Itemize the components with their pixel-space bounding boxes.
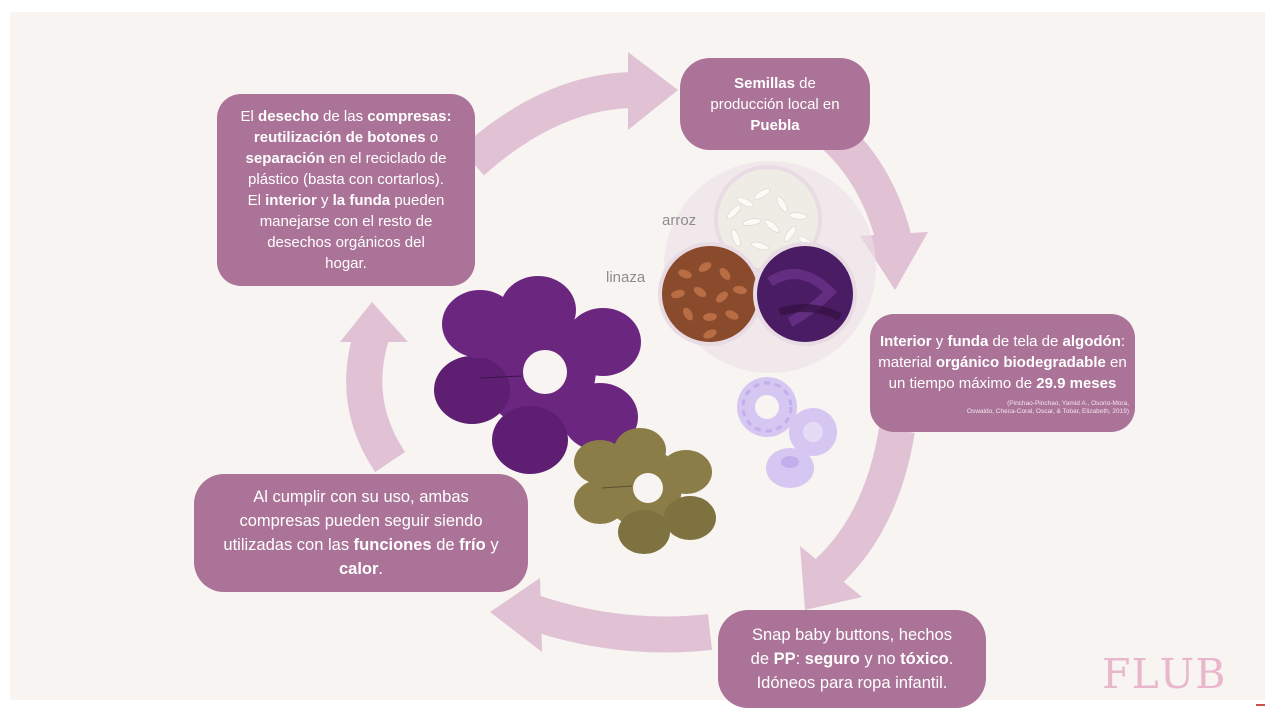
- purple-flower-compress: [434, 276, 641, 474]
- compress-t4: de: [431, 536, 460, 554]
- fabric-citation: (Pinchao-Pinchao, Yamid A., Osorio-Mora,…: [864, 400, 1141, 416]
- compress-t1: Al cumplir con su uso, ambas: [253, 488, 469, 506]
- compress-t5: y: [485, 536, 499, 554]
- node-fabric: Interior y funda de tela de algodón: mat…: [870, 314, 1135, 432]
- fabric-bold-1: Interior: [879, 332, 932, 350]
- fabric-cite-1: (Pinchao-Pinchao, Yamid A., Osorio-Mora,: [1007, 399, 1129, 407]
- waste-t10: desechos orgánicos del: [267, 234, 425, 251]
- logo-right: B: [1195, 650, 1227, 698]
- buttons-bold-1: PP: [773, 650, 796, 668]
- waste-bold-6: la funda: [332, 192, 391, 209]
- arrowhead-top: [628, 52, 678, 130]
- arrowhead-bottom-right: [800, 546, 862, 610]
- waste-bold-3: reutilización de botones: [253, 129, 426, 146]
- compress-t6: .: [378, 560, 384, 578]
- compress-bold-1: funciones: [353, 536, 432, 554]
- buttons-bold-3: tóxico: [900, 650, 949, 668]
- fabric-bold-2: funda: [947, 332, 989, 350]
- waste-t5: plástico (basta con cortarlos).: [248, 171, 444, 188]
- waste-bold-2: compresas:: [367, 108, 452, 125]
- waste-t9: manejarse con el resto de: [259, 213, 433, 230]
- waste-t8: pueden: [390, 192, 445, 209]
- compress-t2: compresas pueden seguir siendo: [239, 512, 483, 530]
- fabric-t4: material: [878, 353, 936, 371]
- waste-bold-4: separación: [245, 150, 325, 167]
- buttons-t5: .: [948, 650, 954, 668]
- buttons-t6: Idóneos para ropa infantil.: [756, 674, 948, 692]
- fabric-t6: un tiempo máximo de: [888, 374, 1037, 392]
- waste-bold-1: desecho: [258, 108, 319, 125]
- node-compress: Al cumplir con su uso, ambas compresas p…: [194, 474, 528, 592]
- waste-t1: El: [240, 108, 259, 125]
- fabric-bold-4: orgánico biodegradable: [935, 353, 1106, 371]
- node-buttons: Snap baby buttons, hechos de PP: seguro …: [718, 610, 986, 708]
- buttons-bold-2: seguro: [804, 650, 860, 668]
- arrow-left: [346, 328, 406, 472]
- buttons-t4: y no: [859, 650, 901, 668]
- compress-bold-2: frío: [459, 536, 486, 554]
- olive-flower-compress: [574, 428, 716, 554]
- waste-t7: y: [316, 192, 333, 209]
- flaxseed-photo: [658, 242, 762, 346]
- buttons-t3: :: [795, 650, 805, 668]
- fabric-bold-5: 29.9 meses: [1036, 374, 1117, 392]
- seeds-text-1: de: [795, 74, 816, 92]
- compress-bold-3: calor: [338, 560, 379, 578]
- waste-t2: de las: [318, 108, 368, 125]
- arrowhead-right: [860, 232, 928, 290]
- seeds-bold-2: Puebla: [750, 116, 800, 134]
- fabric-t1: y: [931, 332, 948, 350]
- arrow-top-left: [459, 72, 633, 176]
- logo-left: FL: [1102, 650, 1160, 698]
- cycle-arrowheads: [340, 52, 928, 652]
- seeds-bold-1: Semillas: [734, 74, 795, 92]
- diagram-slide: arroz linaza Semillas de producción loca…: [10, 12, 1265, 708]
- diagram-artwork: [340, 52, 928, 653]
- arrow-bottom: [526, 594, 712, 653]
- rice-label: arroz: [662, 212, 697, 229]
- buttons-t2: de: [750, 650, 774, 668]
- waste-t3: o: [425, 129, 439, 146]
- flaxseed-label: linaza: [606, 269, 646, 286]
- fabric-t5: en: [1105, 353, 1127, 371]
- compress-t3: utilizadas con las: [223, 536, 354, 554]
- arrowhead-left: [340, 302, 408, 342]
- corner-mark: [1256, 704, 1265, 706]
- seeds-text-2: producción local en: [710, 95, 840, 113]
- fabric-t2: de tela de: [988, 332, 1063, 350]
- waste-t11: hogar.: [325, 255, 367, 272]
- node-waste: El desecho de las compresas: reutilizaci…: [217, 94, 475, 286]
- flub-logo: FLUB: [1102, 650, 1226, 698]
- fabric-bold-3: algodón: [1062, 332, 1121, 350]
- purple-fabric-photo: [753, 242, 857, 346]
- arrowhead-bottom: [490, 578, 542, 652]
- waste-t6: El: [247, 192, 266, 209]
- waste-bold-5: interior: [265, 192, 317, 209]
- node-seeds: Semillas de producción local en Puebla: [680, 58, 870, 150]
- buttons-t1: Snap baby buttons, hechos: [752, 626, 952, 644]
- snap-button: [737, 377, 837, 488]
- arrow-right: [815, 426, 915, 586]
- waste-t4: en el reciclado de: [324, 150, 447, 167]
- fabric-t3: :: [1120, 332, 1126, 350]
- fabric-cite-2: Oswaldo, Checa-Coral, Oscar, & Tobar, El…: [966, 407, 1129, 415]
- logo-middle: U: [1159, 650, 1196, 698]
